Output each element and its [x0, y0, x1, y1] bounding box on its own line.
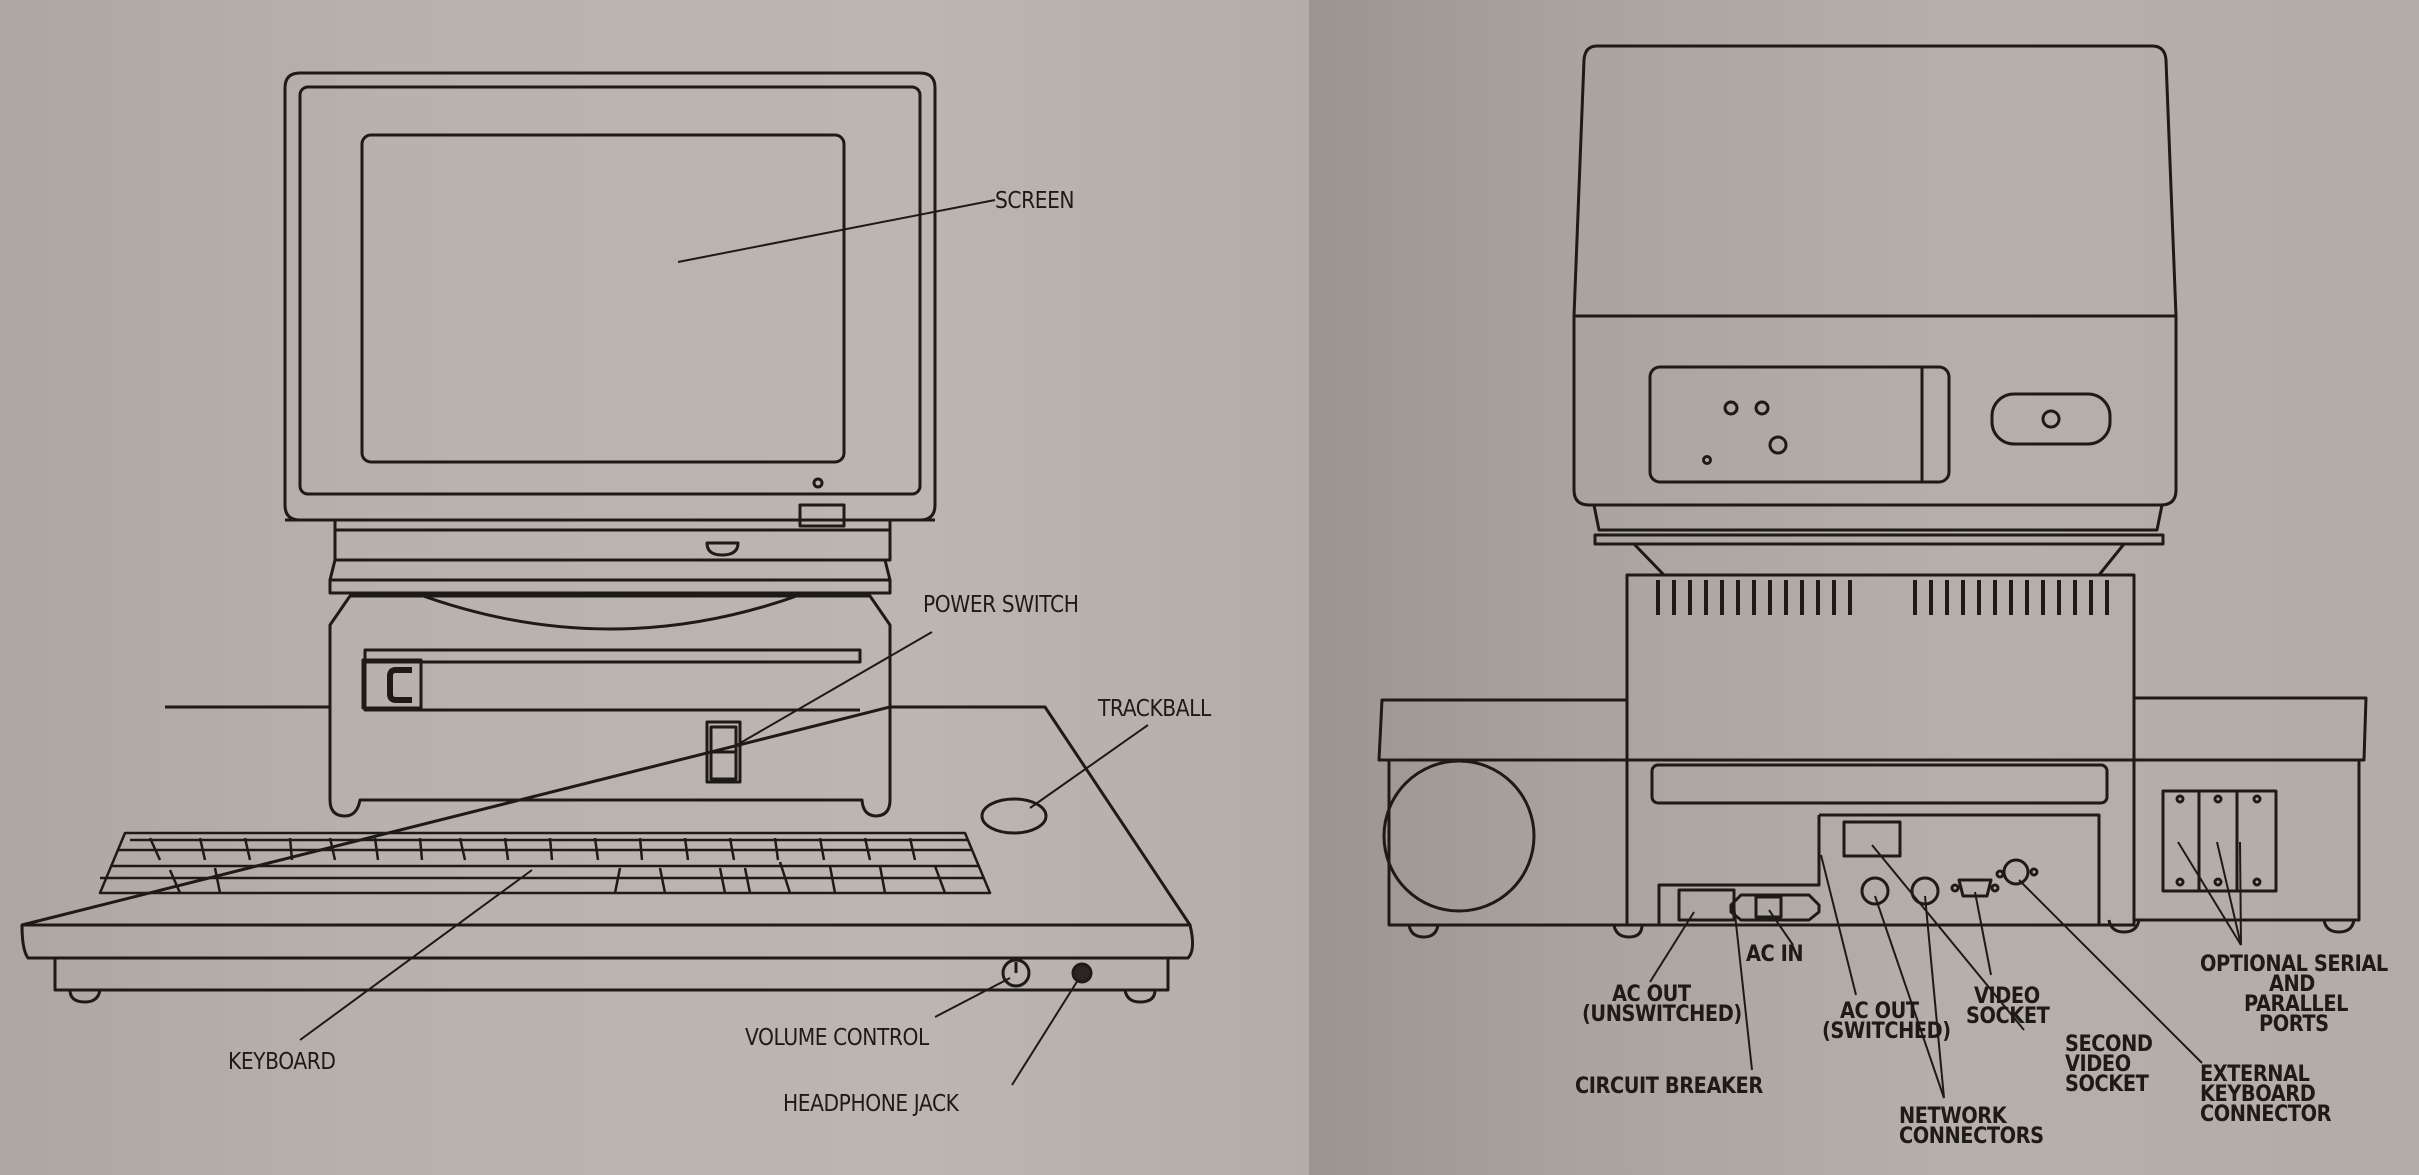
keyboard-tray — [20, 705, 1195, 1004]
label-optional-ports-line4: PORTS — [2259, 1012, 2329, 1037]
leader-trackball — [1029, 724, 1149, 809]
label-network-connectors-line2: CONNECTORS — [1899, 1124, 2044, 1149]
label-ac-out-switched-line2: (SWITCHED) — [1822, 1019, 1951, 1044]
headphone-jack — [1071, 962, 1093, 984]
leader-power-switch — [734, 631, 933, 747]
front-view-drawing — [20, 71, 1195, 1086]
front-view-panel: SCREEN POWER SWITCH TRACKBALL KEYBOARD V… — [0, 0, 1309, 1175]
leader-port-3 — [2239, 841, 2242, 946]
label-headphone-jack: HEADPHONE JACK — [783, 1091, 959, 1117]
leader-lines — [1649, 841, 2242, 1099]
label-ac-out-unswitched-line1: AC OUT — [1612, 982, 1691, 1007]
right-side-wing — [2107, 696, 2368, 934]
label-optional-ports-line2: AND — [2269, 972, 2315, 997]
brightness-button — [798, 503, 846, 528]
network-connector-1 — [1860, 876, 1890, 906]
label-optional-ports-line3: PARALLEL — [2244, 992, 2349, 1017]
trackball — [980, 797, 1048, 835]
volume-knob — [1001, 958, 1031, 988]
leader-port-1 — [2177, 841, 2242, 946]
label-external-keyboard-line3: CONNECTOR — [2200, 1102, 2332, 1127]
leader-external-keyboard — [2018, 879, 2203, 1064]
label-keyboard: KEYBOARD — [228, 1049, 336, 1075]
label-second-video-socket-line2: VIDEO — [2065, 1052, 2131, 1077]
label-network-connectors-line1: NETWORK — [1899, 1104, 2007, 1129]
ac-out-unswitched — [1677, 888, 1736, 922]
label-optional-ports-line1: OPTIONAL SERIAL — [2200, 952, 2388, 977]
screen-glass — [360, 133, 846, 464]
label-second-video-socket-line1: SECOND — [2065, 1032, 2153, 1057]
monitor-rear — [1572, 44, 2178, 577]
system-unit-rear — [1625, 573, 2136, 927]
label-ac-out-unswitched-line2: (UNSWITCHED) — [1582, 1002, 1742, 1027]
video-socket — [1957, 878, 1993, 898]
leader-video-socket — [1974, 891, 1992, 976]
left-side-wing — [1377, 698, 1644, 939]
leader-circuit-breaker — [1733, 904, 1753, 1071]
leader-network-1 — [1874, 895, 1945, 1099]
vent-slots — [1656, 580, 2109, 615]
leader-ac-out-switched — [1820, 854, 1857, 996]
leader-second-video — [1871, 844, 2025, 1031]
label-power-switch: POWER SWITCH — [923, 592, 1079, 618]
ac-in — [1729, 893, 1821, 922]
label-ac-in: AC IN — [1746, 942, 1804, 967]
label-external-keyboard-line1: EXTERNAL — [2200, 1062, 2310, 1087]
label-screen: SCREEN — [995, 188, 1075, 214]
label-external-keyboard-line2: KEYBOARD — [2200, 1082, 2316, 1107]
leader-keyboard — [299, 869, 533, 1041]
leader-headphone — [1011, 979, 1079, 1086]
label-volume-control: VOLUME CONTROL — [745, 1025, 929, 1051]
label-second-video-socket-line3: SOCKET — [2065, 1072, 2149, 1097]
leader-volume — [934, 977, 1011, 1018]
leader-ac-out-unswitched — [1649, 911, 1695, 983]
external-keyboard-connector — [2002, 858, 2030, 886]
label-trackball: TRACKBALL — [1098, 696, 1211, 722]
second-video-socket — [1842, 820, 1902, 858]
leader-port-2 — [2216, 841, 2242, 946]
label-circuit-breaker: CIRCUIT BREAKER — [1575, 1074, 1763, 1099]
leader-ac-in — [1768, 909, 1794, 946]
speaker-grille — [1382, 759, 1536, 913]
label-ac-out-switched-line1: AC OUT — [1840, 999, 1919, 1024]
keyboard — [98, 831, 992, 895]
leader-lines — [299, 199, 1149, 1086]
system-unit-front — [328, 594, 892, 818]
leader-network-2 — [1924, 895, 1945, 1099]
label-video-socket-line1: VIDEO — [1974, 984, 2040, 1009]
port-bay — [2161, 789, 2278, 893]
leader-screen — [677, 199, 996, 263]
rear-view-drawing — [1377, 44, 2368, 1099]
rear-view-panel: AC IN AC OUT (UNSWITCHED) AC OUT (SWITCH… — [1309, 0, 2419, 1175]
label-video-socket-line2: SOCKET — [1966, 1004, 2050, 1029]
monitor-front — [283, 71, 937, 631]
